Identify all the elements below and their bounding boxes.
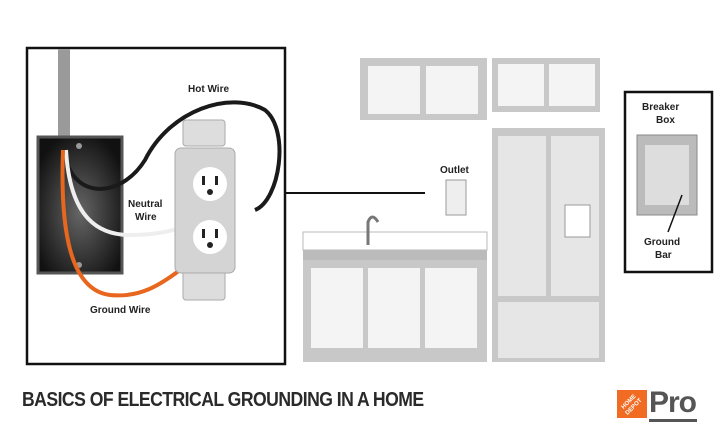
home-depot-pro-logo: HOME DEPOT Pro	[617, 386, 707, 422]
neutral-wire-label-2: Wire	[135, 212, 157, 223]
home-depot-logo-mark: HOME DEPOT	[617, 390, 647, 418]
neutral-wire	[64, 149, 181, 238]
receptacle	[174, 119, 236, 301]
outlet-label: Outlet	[440, 165, 470, 176]
breaker-box-label: Breaker	[642, 102, 679, 113]
ground-bar-label: Ground	[644, 237, 680, 248]
ground-wire	[60, 149, 182, 298]
conduit	[58, 49, 70, 149]
kitchen-illustration	[302, 58, 605, 362]
neutral-wire-label: Neutral	[128, 199, 163, 210]
breaker-box-label-2: Box	[656, 115, 675, 126]
ground-wire-label: Ground Wire	[90, 305, 151, 316]
logo-pro-text: Pro	[649, 386, 697, 419]
hot-wire-label: Hot Wire	[188, 84, 229, 95]
ground-bar-label-2: Bar	[655, 250, 672, 261]
hot-wire	[62, 100, 282, 212]
page-title: BASICS OF ELECTRICAL GROUNDING IN A HOME	[22, 389, 424, 411]
